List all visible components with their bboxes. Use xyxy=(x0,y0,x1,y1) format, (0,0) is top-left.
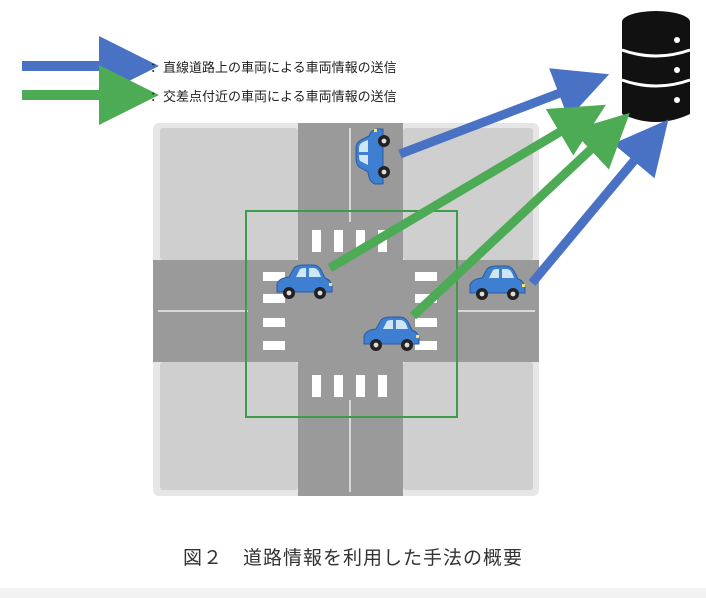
blue-arrow-east-car xyxy=(528,119,669,286)
legend-green-label: ：交差点付近の車両による車両情報の送信 xyxy=(150,90,397,105)
green-arrow-west-car xyxy=(327,104,606,272)
figure-caption: 図２ 道路情報を利用した手法の概要 xyxy=(182,547,523,569)
footer-band xyxy=(0,588,706,598)
database-icon xyxy=(621,11,691,122)
green-arrow-center-car xyxy=(409,112,630,320)
legend-blue-label: ：直線道路上の車両による車両情報の送信 xyxy=(150,61,397,76)
crosswalk-west xyxy=(263,272,285,350)
crosswalk-south xyxy=(312,375,387,397)
block-bottom-left xyxy=(160,362,298,490)
block-bottom-right xyxy=(403,362,533,490)
intersection-area-box xyxy=(245,210,458,418)
block-top-right xyxy=(403,128,533,260)
block-top-left xyxy=(160,128,298,260)
blue-arrow-north-car xyxy=(398,68,610,159)
